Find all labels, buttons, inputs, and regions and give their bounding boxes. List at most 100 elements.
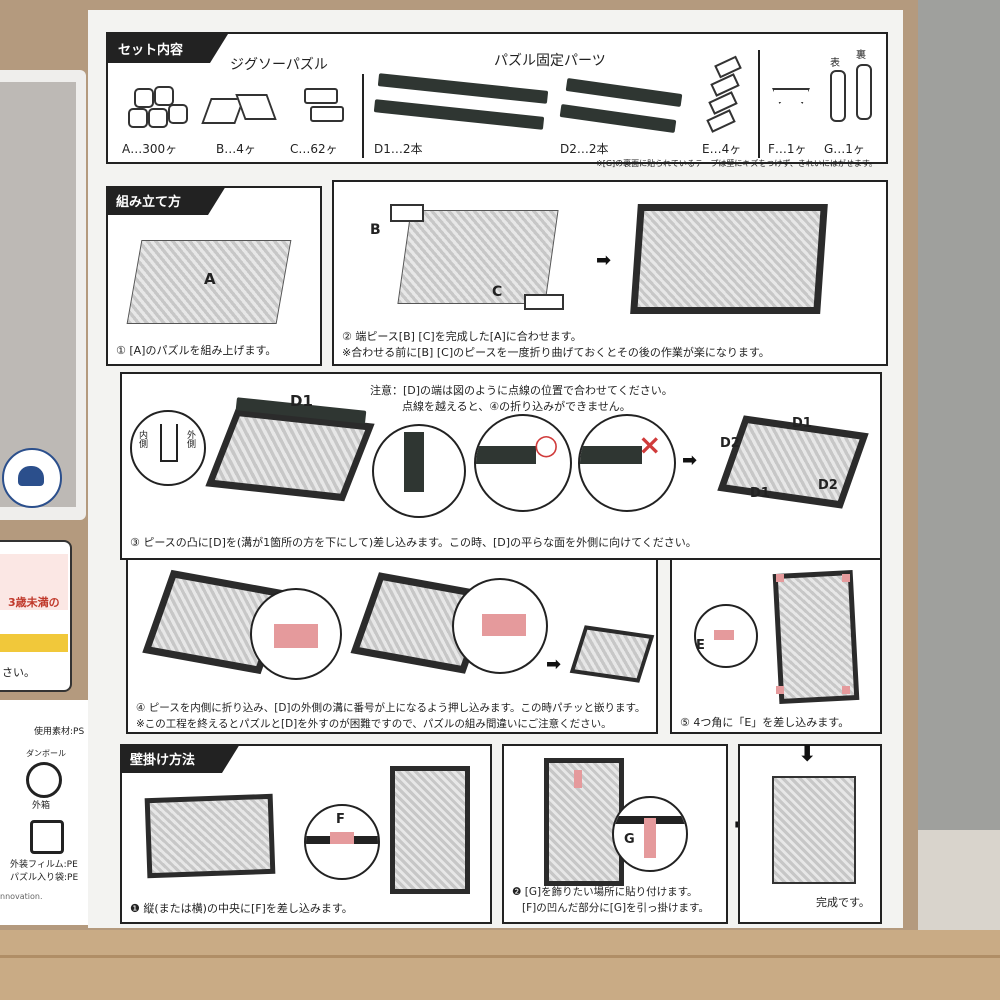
hook-g-marker	[574, 770, 582, 788]
label-c: C	[492, 284, 503, 300]
piece-g-face-icon	[830, 70, 846, 122]
hang-wall-illustration	[544, 758, 624, 886]
step2-text-line1: ② 端ピース[B] [C]を完成した[A]に合わせます。	[342, 330, 582, 343]
caution-line1: 注意：[D]の端は図のように点線の位置で合わせてください。	[370, 384, 673, 397]
hang-step2-box: G ❷ [G]を飾りたい場所に貼り付けます。 [F]の凹んだ部分に[G]を引っ掛…	[502, 744, 728, 924]
piece-b-icon	[201, 88, 277, 126]
folded-puzzle-illustration	[569, 625, 655, 683]
item-a: A…300ヶ	[122, 142, 178, 156]
hang-step1-box: F ❶ 縦(または横)の中央に[F]を差し込みます。	[120, 744, 492, 924]
arrow-down-icon: ⬇	[798, 742, 817, 767]
bar-d2-bottom	[559, 103, 677, 134]
piece-e-icon	[706, 55, 748, 136]
assembled-puzzle-illustration	[630, 204, 828, 314]
hang-done-box: ⬇ 完成です。	[738, 742, 882, 924]
edge-piece-b	[390, 204, 424, 222]
contents-divider-2	[758, 50, 760, 158]
puzzle-with-d1-illustration	[205, 408, 375, 502]
bar-d1-bottom	[373, 99, 545, 130]
label-d2-right: D2	[818, 478, 838, 493]
instruction-sheet: セット内容 ジグソーパズル パズル固定パーツ	[88, 10, 903, 928]
left-warning-panel: 3歳未満の さい。	[0, 540, 72, 692]
g-face-label: 表	[830, 58, 840, 69]
groove-detail-circle	[372, 424, 466, 518]
bar-d1-top	[377, 73, 549, 104]
item-b: B…4ヶ	[216, 142, 256, 156]
ok-mark: ○	[534, 428, 559, 461]
contents-divider	[362, 74, 364, 158]
ng-detail-circle: ×	[578, 414, 676, 512]
parts-title: パズル固定パーツ	[494, 53, 606, 69]
g-back-label: 裏	[856, 50, 866, 61]
corner-detail-circle	[694, 604, 758, 668]
jigsaw-title: ジグソーパズル	[230, 57, 328, 73]
label-outer: 外側	[185, 430, 195, 448]
corner-marker-bl	[776, 686, 784, 694]
item-d2: D2…2本	[560, 142, 609, 156]
label-g: G	[624, 832, 635, 847]
label-f: F	[336, 812, 345, 827]
step4-box: ➡ ④ ピースを内側に折り込み、[D]の外側の溝に番号が上になるよう押し込みます…	[126, 558, 658, 734]
label-d2-left: D2	[720, 436, 740, 451]
item-d1: D1…2本	[374, 142, 423, 156]
edge-piece-c	[524, 294, 564, 310]
label-d1-top: D1	[792, 416, 812, 431]
label-b: B	[370, 222, 381, 238]
bag-label: パズル入り袋:PE	[10, 873, 79, 883]
corner-marker-tr	[842, 574, 850, 582]
step3-box: 注意：[D]の端は図のように点線の位置で合わせてください。 点線を越えると、④の…	[120, 372, 882, 560]
label-inner: 内側	[137, 430, 147, 448]
piece-g-back-icon	[856, 64, 872, 120]
warning-tail-text: さい。	[2, 666, 35, 679]
piece-c-icon	[302, 86, 346, 132]
arrow-right-icon: ➡	[596, 250, 612, 271]
ok-detail-circle: ○	[474, 414, 572, 512]
step2-text-line2: ※合わせる前に[B] [C]のピースを一度折り曲げておくとその後の作業が楽になり…	[342, 346, 770, 359]
film-label: 外装フィルム:PE	[10, 860, 78, 870]
item-f: F…1ヶ	[768, 142, 807, 156]
step2-box: B C ➡ ② 端ピース[B] [C]を完成した[A]に合わせます。 ※合わせる…	[332, 180, 888, 366]
hang-landscape-illustration	[144, 793, 276, 879]
step4-text-line1: ④ ピースを内側に折り込み、[D]の外側の溝に番号が上になるよう押し込みます。こ…	[136, 702, 646, 714]
hang-detail-circle-g: G	[612, 796, 688, 872]
step1-box: A ① [A]のパズルを組み上げます。	[106, 186, 322, 366]
outer-box-label: 外箱	[32, 801, 51, 811]
hang-portrait-illustration	[390, 766, 470, 894]
cardboard-recycle-icon	[26, 762, 62, 798]
wood-floor	[0, 930, 1000, 1000]
hang-step1-text: ❶ 縦(または横)の中央に[F]を差し込みます。	[130, 902, 353, 915]
label-d1-bottom: D1	[750, 486, 770, 501]
inner-outer-detail-circle: 内側 外側	[130, 410, 206, 486]
cardboard-label: ダンボール	[26, 749, 66, 758]
piece-a-icon	[128, 86, 188, 130]
arrow-right-icon: ➡	[546, 654, 562, 675]
assembly-header: 組み立て方	[106, 186, 226, 215]
material-label: 使用素材:PS	[34, 727, 85, 737]
corner-puzzle-illustration	[772, 569, 860, 705]
hang-step2-text-line2: [F]の凹んだ部分に[G]を引っ掛けます。	[522, 902, 710, 914]
corner-marker-tl	[776, 574, 784, 582]
step5-box: E ⑤ 4つ角に「E」を差し込みます。	[670, 558, 882, 734]
hanging-header: 壁掛け方法	[120, 744, 240, 773]
corner-marker-br	[842, 686, 850, 694]
item-g: G…1ヶ	[824, 142, 865, 156]
warning-yellow-band	[0, 634, 68, 652]
item-e: E…4ヶ	[702, 142, 742, 156]
contents-box: セット内容 ジグソーパズル パズル固定パーツ	[106, 32, 888, 164]
bar-d2-top	[565, 77, 683, 108]
step4-text-line2: ※この工程を終えるとパズルと[D]を外すのが困難ですので、パズルの組み間違いにご…	[136, 718, 612, 730]
step5-text: ⑤ 4つ角に「E」を差し込みます。	[680, 716, 850, 729]
hang-step2-text-line1: ❷ [G]を飾りたい場所に貼り付けます。	[512, 886, 698, 898]
left-gray-panel	[0, 70, 86, 520]
item-c: C…62ヶ	[290, 142, 338, 156]
done-text: 完成です。	[816, 896, 870, 909]
label-d1-step3: D1	[290, 392, 313, 410]
wood-floor-edge	[0, 955, 1000, 958]
footer-fragment: nnovation.	[0, 892, 43, 901]
arrow-right-icon: ➡	[682, 450, 698, 471]
warning-text: 3歳未満の	[8, 596, 60, 609]
finished-puzzle-illustration	[772, 776, 856, 884]
caution-line2: 点線を越えると、④の折り込みができません。	[402, 400, 631, 413]
wall-background	[918, 0, 1000, 830]
approval-seal-icon	[2, 448, 62, 508]
